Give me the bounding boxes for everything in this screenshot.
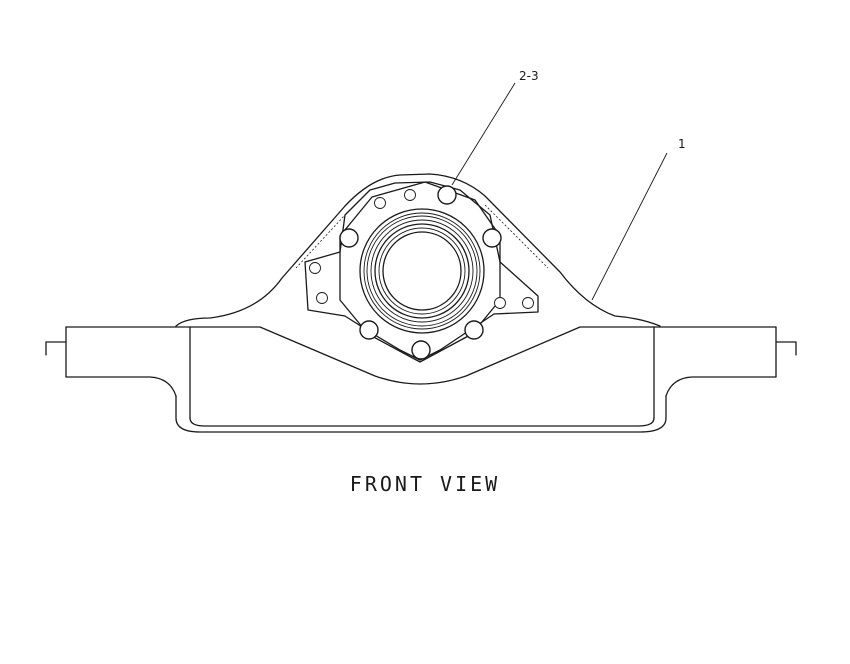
view-title: FRONT VIEW [350, 472, 500, 496]
callout-label-1: 1 [678, 137, 686, 151]
axle-tube-right [653, 326, 797, 397]
axle-tube-left [45, 326, 191, 397]
callout-label-2-3: 2-3 [519, 69, 539, 83]
flange-bolts [339, 185, 502, 360]
leader-line-1 [591, 152, 668, 301]
seal-rings [359, 208, 485, 334]
axle-housing [175, 173, 667, 433]
leader-lines [451, 82, 668, 301]
leader-line-2-3 [451, 82, 516, 186]
plate-bolts [309, 189, 534, 309]
